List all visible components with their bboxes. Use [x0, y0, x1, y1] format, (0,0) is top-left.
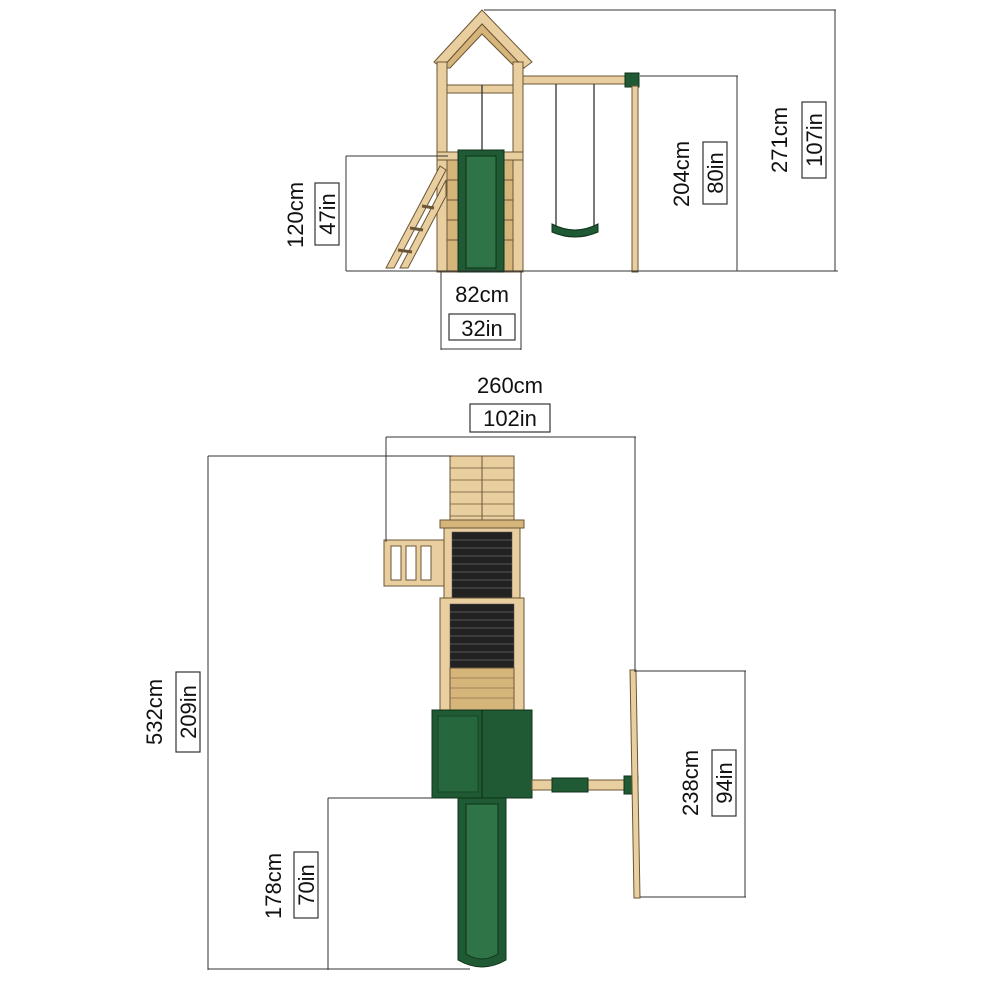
slide-length-metric: 178cm — [261, 853, 286, 919]
tower-roof — [433, 9, 533, 69]
swing-frame-width-dimension: 238cm 94in — [636, 670, 746, 898]
tower-deck — [443, 527, 521, 601]
swing-frame-elevation — [522, 72, 640, 273]
overall-height-metric: 271cm — [767, 107, 792, 173]
platform-height-imperial: 47in — [315, 193, 340, 235]
overall-width-dimension: 260cm 102in — [385, 373, 636, 672]
overall-length-dimension: 532cm 209in — [142, 455, 470, 970]
slide-length-imperial: 70in — [294, 864, 319, 906]
overall-height-dimension: 271cm 107in — [484, 9, 836, 271]
slide-length-dimension: 178cm 70in — [261, 797, 434, 970]
ladder-top-view — [383, 539, 445, 587]
swing-beam-height-metric: 204cm — [669, 141, 694, 207]
platform-height-dimension: 120cm 47in — [283, 155, 448, 271]
swing-beam-height-dimension: 204cm 80in — [640, 75, 738, 271]
tower-width-imperial: 32in — [461, 316, 503, 341]
slide-top-view — [457, 797, 507, 968]
overall-length-metric: 532cm — [142, 679, 167, 745]
plan-view: 260cm 102in 532cm 209in 178cm 70in 238c — [142, 373, 746, 970]
swing-frame-width-imperial: 94in — [712, 762, 737, 804]
platform-height-metric: 120cm — [283, 182, 308, 248]
overall-width-imperial: 102in — [483, 406, 537, 431]
belt-swing — [551, 84, 599, 238]
swing-beam-top-view — [531, 669, 641, 899]
overall-height-imperial: 107in — [802, 113, 827, 167]
swing-beam-height-imperial: 80in — [703, 152, 728, 194]
slide-front — [457, 149, 505, 273]
access-ladder — [385, 165, 447, 269]
lower-deck — [439, 597, 525, 711]
green-canopy-top-view — [431, 709, 533, 799]
roof-top-view — [439, 455, 525, 529]
tower-width-dimension: 82cm 32in — [440, 271, 522, 350]
overall-length-imperial: 209in — [176, 685, 201, 739]
tower-width-metric: 82cm — [455, 282, 509, 307]
overall-width-metric: 260cm — [477, 373, 543, 398]
elevation-view: 120cm 47in 82cm 32in 204cm 80in 271cm — [283, 9, 838, 350]
swing-frame-width-metric: 238cm — [678, 750, 703, 816]
